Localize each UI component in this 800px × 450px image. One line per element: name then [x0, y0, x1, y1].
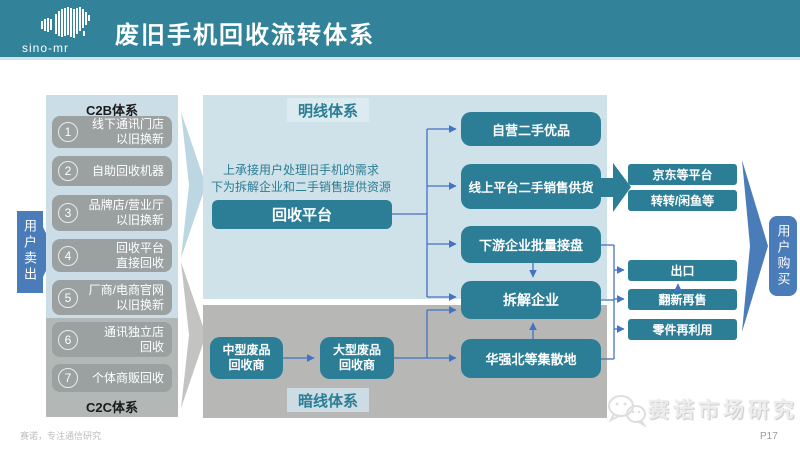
- self-operated-box: 自营二手优品: [461, 112, 601, 146]
- item-number-badge: 4: [58, 245, 78, 266]
- wechat-icon: [608, 395, 647, 428]
- c2b-flow-arrow: [181, 112, 206, 258]
- c2b-label: C2B体系: [85, 103, 138, 118]
- logo-wordmark: sino-mr: [22, 41, 70, 55]
- item-label: 自助回收机器: [91, 163, 164, 178]
- item-label: 线下通讯门店以旧换新: [91, 117, 164, 146]
- dismantler-box: 拆解企业: [461, 281, 601, 319]
- downstream-box: 下游企业批量接盘: [461, 226, 601, 263]
- dark-system-label: 暗线体系: [287, 388, 369, 412]
- mid-recycler-box: 中型废品回收商: [210, 337, 283, 379]
- item-number-badge: 5: [58, 287, 78, 308]
- item-label: 回收平台直接回收: [115, 240, 164, 270]
- export-box: 出口: [628, 260, 737, 281]
- item-number-badge: 2: [58, 161, 78, 181]
- user-buy-box: 用户购买: [769, 216, 797, 296]
- channel-item-3: 3 品牌店/营业厅以旧换新: [52, 195, 172, 231]
- platform-desc-line1: 上承接用户处理旧手机的需求: [222, 163, 379, 177]
- channel-item-4: 4 回收平台直接回收: [52, 239, 172, 272]
- user-buy-flow-arrow: [742, 160, 768, 332]
- recycle-platform-box: 回收平台: [212, 200, 392, 229]
- c2c-flow-arrow: [181, 262, 206, 408]
- huaqiangbei-hub-box: 华强北等集散地: [461, 339, 601, 378]
- channel-item-6: 6 通讯独立店回收: [52, 322, 172, 357]
- sino-logo china-map-icon: [41, 7, 90, 38]
- large-recycler-box: 大型废品回收商: [320, 337, 394, 379]
- mid-recycler-label: 中型废品回收商: [222, 343, 271, 372]
- parts-reuse-box: 零件再利用: [628, 319, 737, 340]
- platform-desc-line2: 下为拆解企业和二手销售提供资源: [210, 180, 391, 194]
- channel-item-5: 5 厂商/电商官网以旧换新: [52, 280, 172, 315]
- channel-item-1: 1 线下通讯门店以旧换新: [52, 116, 172, 148]
- page-title: 废旧手机回收流转体系: [115, 22, 375, 49]
- footer-tagline: 赛诺，专注通信研究: [20, 431, 102, 441]
- header-bar: sino-mr 废旧手机回收流转体系: [0, 0, 800, 60]
- user-sell-arrow: 用户卖出: [17, 211, 55, 293]
- c2c-label: C2C体系: [85, 400, 138, 415]
- item-number-badge: 3: [58, 203, 78, 223]
- jd-platform-box: 京东等平台: [628, 164, 737, 185]
- user-buy-label: 用户购买: [775, 224, 791, 288]
- page-number: P17: [760, 431, 778, 442]
- channel-item-7: 7 个体商贩回收: [52, 364, 172, 392]
- item-number-badge: 1: [58, 122, 78, 142]
- watermark-text: 赛诺市场研究: [648, 399, 798, 422]
- item-label: 品牌店/营业厅以旧换新: [88, 198, 164, 227]
- bright-system-label: 明线体系: [287, 98, 369, 122]
- item-label: 通讯独立店回收: [103, 324, 164, 354]
- item-label: 厂商/电商官网以旧换新: [88, 282, 164, 312]
- item-number-badge: 6: [58, 329, 78, 350]
- channel-item-2: 2 自助回收机器: [52, 156, 172, 186]
- item-number-badge: 7: [58, 368, 78, 388]
- zhuanzhuan-xianyu-box: 转转/闲鱼等: [628, 190, 737, 211]
- large-recycler-label: 大型废品回收商: [332, 343, 381, 372]
- user-sell-label: 用户卖出: [22, 219, 37, 283]
- refurbish-resale-box: 翻新再售: [628, 289, 737, 310]
- online-platform-box: 线上平台二手销售供货: [461, 164, 601, 209]
- right-arrow-shape: [17, 211, 55, 293]
- item-label: 个体商贩回收: [91, 370, 164, 385]
